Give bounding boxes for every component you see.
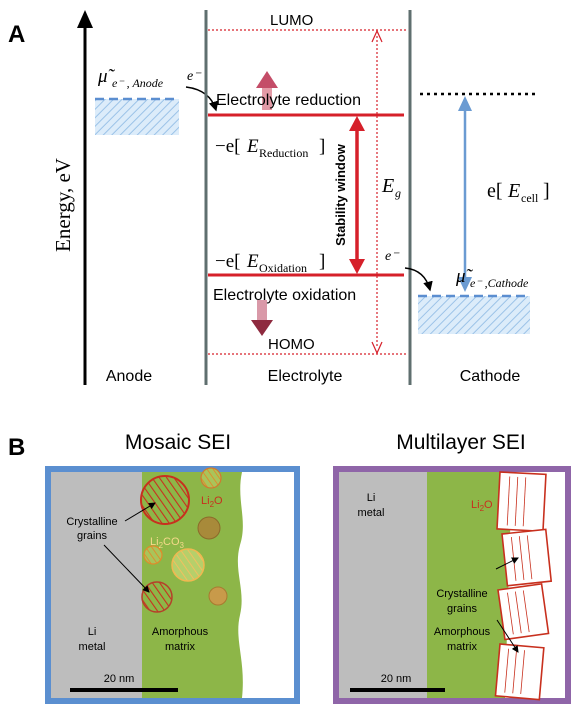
stability-window-arrow — [349, 116, 365, 274]
svg-text:E: E — [381, 175, 394, 197]
mosaic-grain-dark — [197, 516, 221, 540]
svg-text:e[: e[ — [487, 180, 503, 202]
electrolyte-label: Electrolyte — [268, 368, 343, 385]
svg-text:Amorphous: Amorphous — [152, 626, 209, 638]
multilayer-amorphous-label: Amorphous matrix — [434, 626, 491, 653]
svg-text:Li2O: Li2O — [201, 495, 223, 509]
multilayer-sei-title: Multilayer SEI — [396, 431, 526, 454]
multilayer-li-metal — [339, 472, 427, 698]
svg-text:Amorphous: Amorphous — [434, 626, 491, 638]
electrolyte-reduction-label: Electrolyte reduction — [216, 92, 361, 109]
mosaic-grain-bottom — [141, 581, 173, 613]
svg-text:Oxidation: Oxidation — [259, 261, 307, 275]
mosaic-li2co3-label: Li2CO3 — [150, 536, 185, 550]
electron-transfer-arrow-cathode — [404, 267, 433, 292]
band-gap-arrow — [371, 29, 383, 355]
svg-text:]: ] — [319, 251, 325, 272]
svg-text:cell: cell — [521, 191, 539, 205]
svg-text:E: E — [507, 180, 520, 202]
panel-b: B Mosaic SEI Crystalline grains Li2O Li2… — [8, 431, 571, 704]
svg-text:−e[: −e[ — [215, 251, 240, 272]
mosaic-sei-title: Mosaic SEI — [125, 431, 231, 454]
electron-transfer-arrow-anode — [185, 86, 219, 112]
mosaic-grain-small — [143, 545, 163, 565]
cell-voltage-arrow — [458, 96, 472, 292]
mosaic-grain-pointer-2 — [103, 544, 150, 593]
mosaic-grain-pointer-1 — [124, 502, 156, 522]
cathode-fill — [418, 296, 530, 334]
svg-text:E: E — [246, 136, 259, 157]
svg-text:Li2CO3: Li2CO3 — [150, 536, 185, 550]
electron-label-cathode: e⁻ — [385, 249, 400, 264]
homo-label: HOMO — [268, 336, 315, 353]
multilayer-amorphous-matrix — [427, 472, 497, 698]
electron-label-anode: e⁻ — [187, 69, 202, 84]
multilayer-grain-1 — [496, 471, 547, 533]
svg-text:matrix: matrix — [447, 641, 477, 653]
panel-a: A Energy, eV μ̃ e⁻ , Anode e⁻ LUMO HOMO — [8, 10, 550, 385]
mosaic-crystalline-label: Crystalline grains — [66, 516, 117, 542]
oxidation-shift-arrow — [251, 300, 273, 336]
multilayer-grain-3 — [497, 582, 550, 641]
svg-text:grains: grains — [447, 603, 477, 615]
svg-text:Reduction: Reduction — [259, 146, 308, 160]
svg-text:Li: Li — [367, 492, 376, 504]
e-reduction-label: −e[ E Reduction ] — [215, 136, 325, 160]
multilayer-grain-2 — [501, 528, 553, 587]
stability-window-label: Stability window — [333, 143, 348, 246]
multilayer-crystalline-label: Crystalline grains — [436, 588, 487, 615]
svg-text:Crystalline: Crystalline — [66, 516, 117, 528]
e-oxidation-label: −e[ E Oxidation ] — [215, 251, 325, 275]
svg-text:−e[: −e[ — [215, 136, 240, 157]
svg-text:E: E — [246, 251, 259, 272]
svg-text:metal: metal — [358, 507, 385, 519]
svg-text:grains: grains — [77, 530, 107, 542]
mu-anode-subscript: e⁻ , Anode — [112, 76, 164, 90]
svg-text:g: g — [395, 186, 401, 200]
multilayer-grain-pointer-1 — [495, 557, 519, 570]
anode-label: Anode — [106, 368, 152, 385]
lumo-label: LUMO — [270, 12, 313, 29]
multilayer-grain-4 — [494, 643, 545, 701]
energy-axis-arrowhead — [77, 10, 93, 28]
mosaic-amorphous-label: Amorphous matrix — [152, 626, 209, 653]
energy-axis-label: Energy, eV — [51, 158, 75, 252]
panel-b-letter: B — [8, 434, 25, 461]
svg-text:metal: metal — [79, 641, 106, 653]
mosaic-li-metal — [51, 472, 142, 698]
multilayer-grain-pointer-2 — [496, 619, 519, 653]
reduction-shift-arrow — [256, 71, 278, 110]
e-cell-label: e[ E cell ] — [487, 180, 550, 205]
mosaic-grain-top-right — [200, 467, 222, 489]
mu-cathode-subscript: e⁻ ,Cathode — [470, 276, 529, 290]
mosaic-li2o-label: Li2O — [201, 495, 223, 509]
svg-text:]: ] — [319, 136, 325, 157]
mosaic-grain-large — [140, 475, 190, 525]
svg-text:Li2O: Li2O — [471, 499, 493, 513]
svg-text:Li: Li — [88, 626, 97, 638]
cathode-label: Cathode — [460, 368, 521, 385]
multilayer-li2o-label: Li2O — [471, 499, 493, 513]
electrolyte-oxidation-label: Electrolyte oxidation — [213, 287, 356, 304]
anode-fill — [95, 99, 179, 135]
multilayer-scale-label: 20 nm — [381, 673, 412, 685]
svg-text:Crystalline: Crystalline — [436, 588, 487, 600]
mosaic-grain-yellow — [171, 548, 205, 582]
band-gap-label: E g — [381, 175, 401, 200]
mosaic-li-metal-label: Li metal — [79, 626, 106, 653]
svg-text:]: ] — [543, 180, 550, 202]
svg-text:matrix: matrix — [165, 641, 195, 653]
multilayer-li-metal-label: Li metal — [358, 492, 385, 519]
panel-a-letter: A — [8, 21, 25, 48]
mosaic-scale-label: 20 nm — [104, 673, 135, 685]
mosaic-grain-tiny — [208, 586, 228, 606]
